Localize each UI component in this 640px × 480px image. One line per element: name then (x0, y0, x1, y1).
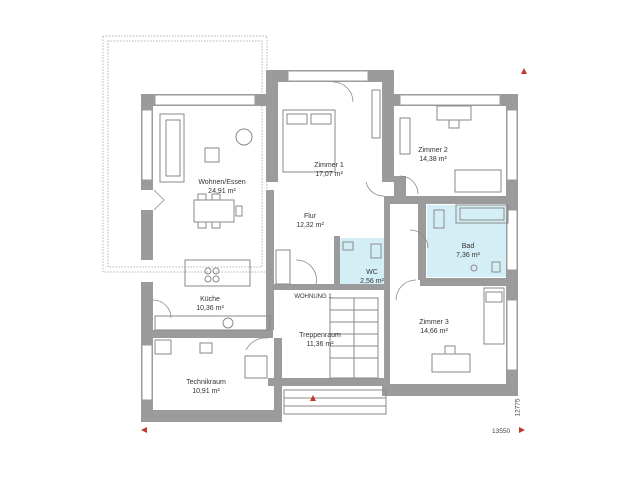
room-area: 12,32 m² (296, 222, 324, 229)
room-area: 10,91 m² (192, 388, 220, 395)
room-name: WC (366, 269, 378, 276)
room-label-wohnen: Wohnen/Essen 24,91 m² (198, 178, 245, 196)
room-label-bad: Bad 7,36 m² (456, 242, 480, 260)
room-label-kueche: Küche 10,36 m² (196, 295, 224, 313)
room-area: 24,91 m² (208, 188, 236, 195)
wet-areas (337, 205, 513, 286)
room-name: Bad (461, 243, 475, 250)
room-label-flur: Flur 12,32 m² (296, 212, 324, 230)
room-area: 11,36 m² (306, 341, 334, 348)
room-name: Küche (200, 296, 220, 303)
room-area: 7,36 m² (456, 252, 480, 259)
room-area: 10,36 m² (196, 305, 224, 312)
room-name: Flur (303, 213, 317, 220)
room-name: Treppenraum (299, 332, 341, 339)
terrace-outline (102, 35, 268, 273)
room-area: 2,56 m² (360, 278, 384, 285)
room-label-technikraum: Technikraum 10,91 m² (186, 378, 226, 396)
room-area: 17,07 m² (315, 171, 343, 178)
room-name: Zimmer 3 (419, 319, 449, 326)
room-label-wc: WC 2,56 m² (360, 268, 384, 286)
windows (141, 70, 518, 401)
room-name: Zimmer 1 (314, 162, 344, 169)
room-label-treppenraum: Treppenraum 11,36 m² (299, 331, 341, 349)
section-markers (141, 68, 527, 433)
room-area: 14,38 m² (419, 156, 447, 163)
room-label-zimmer1: Zimmer 1 17,07 m² (314, 161, 344, 179)
room-name: Zimmer 2 (418, 147, 448, 154)
door-swings (152, 81, 429, 351)
dimension-width: 13550 (492, 428, 511, 435)
room-name: Wohnen/Essen (198, 179, 246, 186)
room-label-zimmer3: Zimmer 3 14,66 m² (419, 318, 449, 336)
wohnung-label: WOHNUNG 1 (294, 294, 332, 300)
room-label-zimmer2: Zimmer 2 14,38 m² (418, 146, 448, 164)
furniture (154, 89, 509, 415)
dimension-depth: 12775 (514, 398, 522, 417)
room-area: 14,66 m² (420, 328, 448, 335)
room-name: Technikraum (186, 379, 226, 386)
